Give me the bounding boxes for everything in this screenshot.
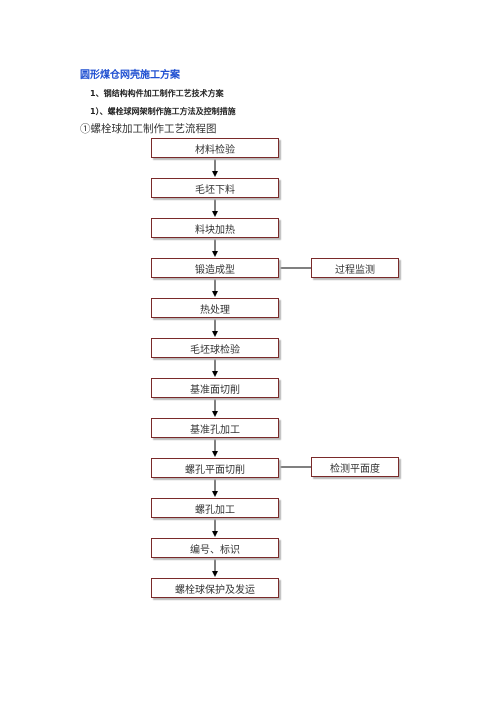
- side-note-flatness-check: 检测平面度: [311, 457, 399, 477]
- flow-step: 螺栓球保护及发运: [151, 578, 279, 598]
- flow-step: 料块加热: [151, 218, 279, 238]
- flow-step: 基准面切削: [151, 378, 279, 398]
- section-heading-1: 1、钢结构构件加工制作工艺技术方案: [90, 89, 224, 98]
- flow-step: 热处理: [151, 298, 279, 318]
- flow-step: 毛坯球检验: [151, 338, 279, 358]
- flow-step: 基准孔加工: [151, 418, 279, 438]
- flow-step: 螺孔加工: [151, 498, 279, 518]
- side-note-process-monitoring: 过程监测: [311, 258, 399, 278]
- section-heading-2: 1）、螺栓球网架制作施工方法及控制措施: [90, 107, 236, 116]
- flow-step: 毛坯下料: [151, 178, 279, 198]
- section-heading-3: ①螺栓球加工制作工艺流程图: [80, 123, 217, 135]
- flow-step: 材料检验: [151, 138, 279, 158]
- document-title: 圆形煤仓网壳施工方案: [80, 70, 180, 81]
- flow-step: 锻造成型: [151, 258, 279, 278]
- flow-step: 编号、标识: [151, 538, 279, 558]
- flow-step: 螺孔平面切削: [151, 458, 279, 478]
